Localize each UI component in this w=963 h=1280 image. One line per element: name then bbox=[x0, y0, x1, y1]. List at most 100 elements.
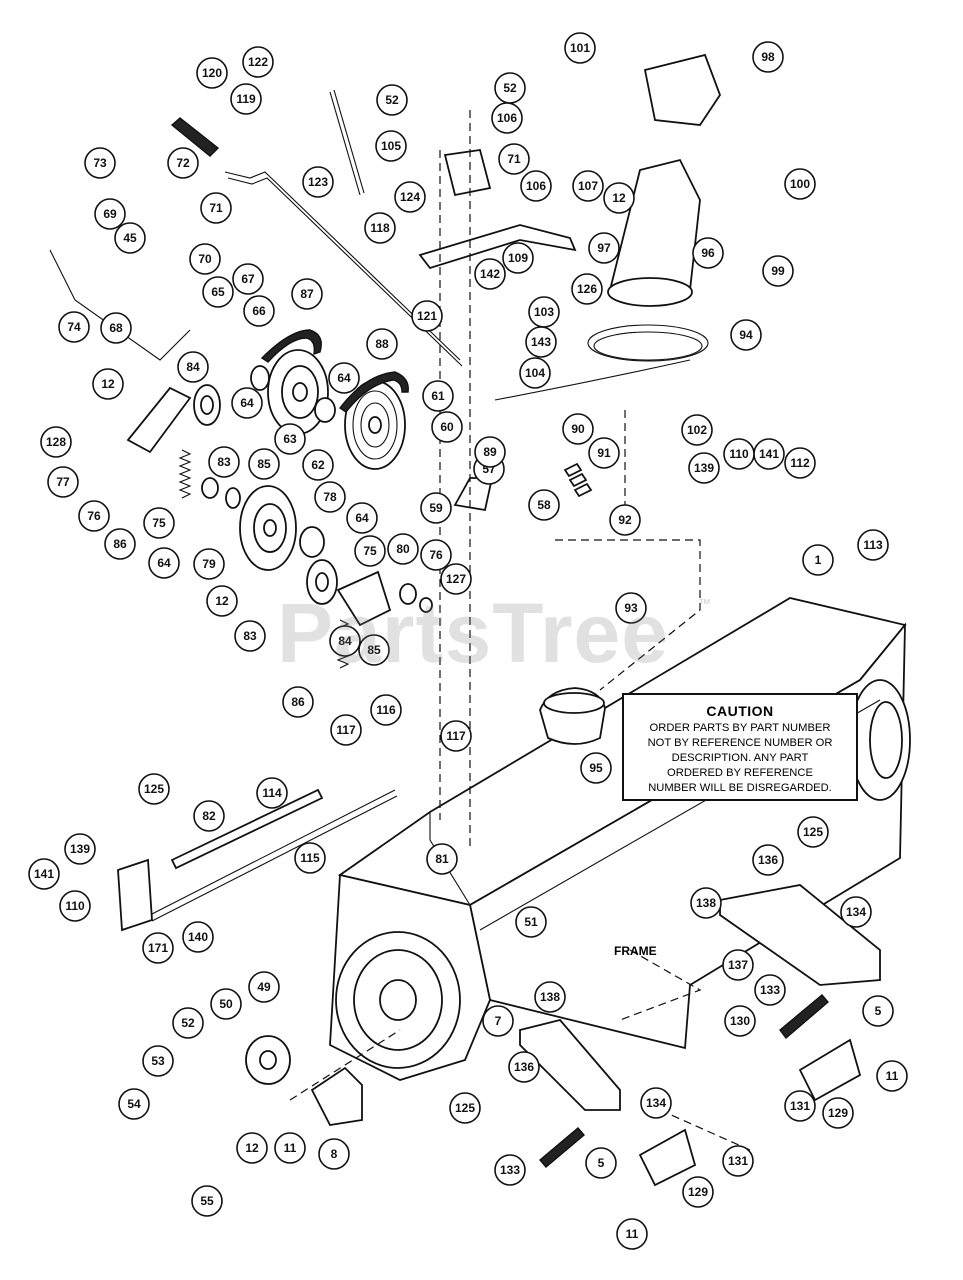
callout-circle bbox=[784, 168, 816, 200]
callout-circle bbox=[802, 544, 834, 576]
callout-78: 78 bbox=[314, 481, 346, 513]
callout-number: 125 bbox=[144, 782, 164, 796]
callout-number: 128 bbox=[46, 435, 66, 449]
callout-100: 100 bbox=[784, 168, 816, 200]
callout-circle bbox=[588, 232, 620, 264]
callout-number: 121 bbox=[417, 309, 437, 323]
callout-121: 121 bbox=[411, 300, 443, 332]
callout-circle bbox=[603, 182, 635, 214]
callout-circle bbox=[449, 1092, 481, 1124]
pulley-83-upper bbox=[193, 384, 221, 426]
callout-134: 134 bbox=[840, 896, 872, 928]
callout-number: 51 bbox=[524, 915, 538, 929]
skid-134-lower bbox=[519, 1018, 621, 1111]
callout-circle bbox=[525, 326, 557, 358]
spring-133-right bbox=[779, 994, 829, 1040]
callout-75: 75 bbox=[354, 535, 386, 567]
callout-circle bbox=[609, 504, 641, 536]
callout-112: 112 bbox=[784, 447, 816, 479]
callout-circle bbox=[682, 1176, 714, 1208]
callout-circle bbox=[172, 1007, 204, 1039]
callout-number: 125 bbox=[455, 1101, 475, 1115]
callout-number: 125 bbox=[803, 825, 823, 839]
callout-98: 98 bbox=[752, 41, 784, 73]
callout-circle bbox=[688, 452, 720, 484]
callout-11: 11 bbox=[274, 1132, 306, 1164]
callout-70: 70 bbox=[189, 243, 221, 275]
callout-circle bbox=[143, 507, 175, 539]
callout-circle bbox=[354, 535, 386, 567]
callout-number: 52 bbox=[181, 1016, 195, 1030]
callout-number: 117 bbox=[446, 729, 466, 743]
callout-83: 83 bbox=[208, 446, 240, 478]
rod-118 bbox=[224, 171, 463, 367]
callout-circle bbox=[797, 816, 829, 848]
callout-number: 107 bbox=[578, 179, 598, 193]
callout-circle bbox=[857, 529, 889, 561]
callout-circle bbox=[615, 592, 647, 624]
callout-66: 66 bbox=[243, 295, 275, 327]
callout-64: 64 bbox=[328, 362, 360, 394]
callout-number: 74 bbox=[67, 320, 81, 334]
callout-number: 136 bbox=[514, 1060, 534, 1074]
callout-number: 89 bbox=[483, 445, 497, 459]
callout-95: 95 bbox=[580, 752, 612, 784]
callout-number: 94 bbox=[739, 328, 753, 342]
callout-number: 131 bbox=[728, 1154, 748, 1168]
callout-number: 66 bbox=[252, 304, 266, 318]
callout-number: 76 bbox=[429, 548, 443, 562]
callout-138: 138 bbox=[690, 887, 722, 919]
callout-130: 130 bbox=[724, 1005, 756, 1037]
callout-circle bbox=[256, 777, 288, 809]
callout-12: 12 bbox=[206, 585, 238, 617]
rod-171 bbox=[149, 789, 398, 922]
callout-number: 85 bbox=[257, 457, 271, 471]
callout-circle bbox=[328, 362, 360, 394]
callout-circle bbox=[274, 423, 306, 455]
callout-circle bbox=[515, 906, 547, 938]
callout-circle bbox=[370, 694, 402, 726]
callout-110: 110 bbox=[59, 890, 91, 922]
callout-number: 115 bbox=[300, 851, 320, 865]
callout-5: 5 bbox=[585, 1147, 617, 1179]
callout-84: 84 bbox=[329, 625, 361, 657]
callout-number: 126 bbox=[577, 282, 597, 296]
callout-64: 64 bbox=[148, 547, 180, 579]
callout-number: 87 bbox=[300, 287, 314, 301]
callout-circle bbox=[182, 921, 214, 953]
callout-133: 133 bbox=[494, 1154, 526, 1186]
callout-93: 93 bbox=[615, 592, 647, 624]
callout-circle bbox=[482, 1005, 514, 1037]
callout-8: 8 bbox=[318, 1138, 350, 1170]
callout-circle bbox=[236, 1132, 268, 1164]
callout-circle bbox=[762, 255, 794, 287]
callout-circle bbox=[494, 1154, 526, 1186]
callout-88: 88 bbox=[366, 328, 398, 360]
callout-number: 106 bbox=[526, 179, 546, 193]
callout-85: 85 bbox=[358, 634, 390, 666]
callout-circle bbox=[40, 426, 72, 458]
callout-89: 89 bbox=[474, 436, 506, 468]
crank-68 bbox=[49, 249, 191, 361]
callout-128: 128 bbox=[40, 426, 72, 458]
caution-line: NUMBER WILL BE DISREGARDED. bbox=[648, 782, 832, 794]
callout-circle bbox=[100, 312, 132, 344]
callout-11: 11 bbox=[876, 1060, 908, 1092]
callout-number: 84 bbox=[338, 634, 352, 648]
callout-number: 75 bbox=[363, 544, 377, 558]
callout-number: 100 bbox=[790, 177, 810, 191]
callout-number: 7 bbox=[495, 1014, 502, 1028]
callout-number: 112 bbox=[790, 456, 810, 470]
callout-50: 50 bbox=[210, 988, 242, 1020]
callout-circle bbox=[58, 311, 90, 343]
callout-number: 86 bbox=[113, 537, 127, 551]
callout-number: 45 bbox=[123, 231, 137, 245]
callout-102: 102 bbox=[681, 414, 713, 446]
callout-circle bbox=[724, 1005, 756, 1037]
callout-number: 116 bbox=[376, 703, 396, 717]
callout-circle bbox=[196, 57, 228, 89]
callout-129: 129 bbox=[682, 1176, 714, 1208]
callout-circle bbox=[722, 1145, 754, 1177]
callout-141: 141 bbox=[28, 858, 60, 890]
